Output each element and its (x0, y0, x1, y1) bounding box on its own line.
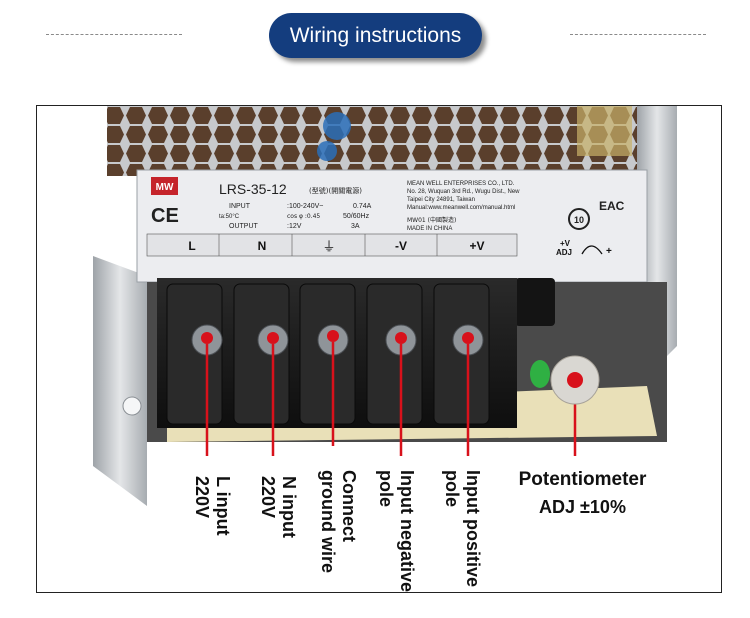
marker-l (201, 332, 213, 344)
label-potentiometer: Potentiometer ADJ ±10% (518, 469, 647, 517)
power-supply-illustration: MW LRS-35-12 (型號)(開關電源) INPUT :100-240V~… (93, 106, 677, 506)
svg-text:OUTPUT: OUTPUT (229, 223, 259, 230)
svg-text:LRS-35-12: LRS-35-12 (219, 181, 287, 197)
svg-text:Manual:www.meanwell.com/manual: Manual:www.meanwell.com/manual.html (407, 205, 515, 211)
svg-text:+V: +V (560, 239, 571, 248)
svg-text:No. 28, Wuquan 3rd Rd., Wugu D: No. 28, Wuquan 3rd Rd., Wugu Dist., New (407, 189, 520, 195)
svg-text:ADJ: ADJ (556, 248, 572, 257)
eac-mark: EAC (599, 199, 625, 213)
svg-text:MEAN WELL ENTERPRISES CO., LTD: MEAN WELL ENTERPRISES CO., LTD. (407, 181, 515, 187)
ce-mark: CE (151, 205, 179, 227)
svg-text:cos φ :0.45: cos φ :0.45 (287, 213, 320, 220)
product-label (136, 169, 648, 283)
marker-neg (395, 332, 407, 344)
terminal-label-pos: +V (469, 239, 484, 253)
svg-text:MW01 (中國製造): MW01 (中國製造) (407, 216, 456, 224)
svg-text:10: 10 (574, 215, 584, 225)
svg-text:+: + (606, 246, 612, 257)
svg-text:MW: MW (156, 182, 174, 193)
svg-text::100-240V~: :100-240V~ (287, 203, 323, 210)
eco-badge (568, 208, 590, 230)
header-rule-left (46, 34, 182, 35)
terminal-label-n: N (258, 239, 267, 253)
case-side-left (93, 256, 147, 506)
status-led (530, 360, 550, 388)
vent-grille (107, 106, 647, 176)
brand-logo (151, 177, 178, 195)
svg-text:ta:50°C: ta:50°C (219, 214, 240, 220)
svg-text:50/60Hz: 50/60Hz (343, 213, 370, 220)
page-title: Wiring instructions (269, 13, 482, 58)
marker-ground (327, 330, 339, 342)
svg-text:MADE IN CHINA: MADE IN CHINA (407, 226, 452, 232)
svg-text:3A: 3A (351, 223, 360, 230)
terminal-label-ground: ⏚ (322, 240, 335, 255)
svg-text:0.74A: 0.74A (353, 203, 372, 210)
terminal-label-neg: -V (395, 239, 407, 253)
svg-text::12V: :12V (287, 223, 302, 230)
svg-text:INPUT: INPUT (229, 203, 251, 210)
marker-pos (462, 332, 474, 344)
header-rule-right (570, 34, 706, 35)
marker-n (267, 332, 279, 344)
capacitor (515, 278, 555, 326)
svg-text:Taipei City 24891, Taiwan: Taipei City 24891, Taiwan (407, 197, 475, 203)
svg-text:(型號)(開關電源): (型號)(開關電源) (309, 186, 362, 195)
terminal-label-l: L (188, 239, 195, 253)
product-photo-frame: MW LRS-35-12 (型號)(開關電源) INPUT :100-240V~… (36, 105, 722, 593)
